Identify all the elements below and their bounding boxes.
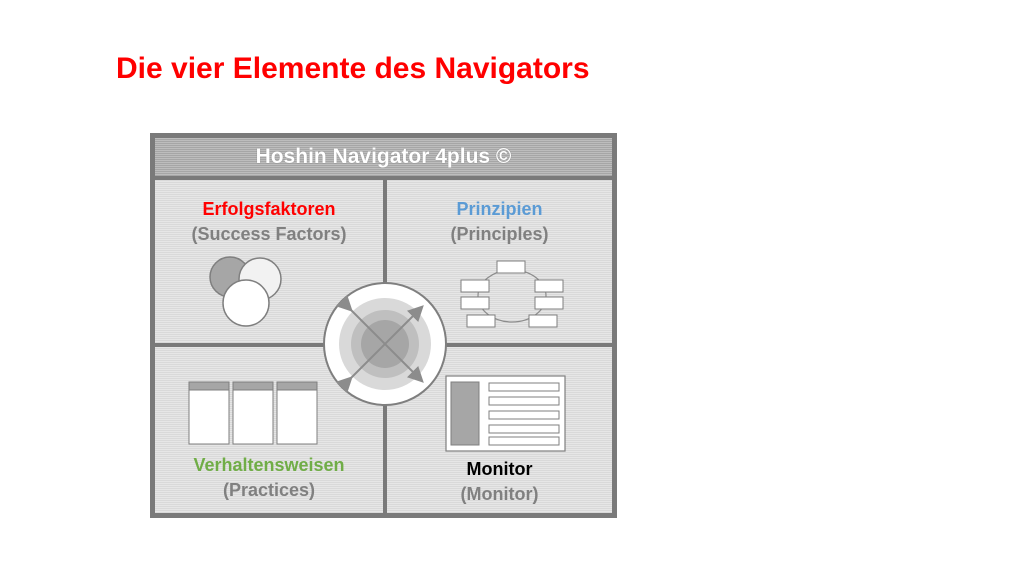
cycle-boxes-icon (460, 260, 564, 328)
quadrant-monitor: Monitor (Monitor) (387, 347, 612, 513)
dashboard-icon (445, 375, 566, 452)
slide-title: Die vier Elemente des Navigators (116, 52, 590, 85)
columns-icon (188, 381, 318, 445)
success-factors-subtitle: (Success Factors) (191, 224, 347, 244)
compass-arrows-icon (323, 282, 447, 406)
principles-title: Prinzipien (456, 199, 543, 219)
monitor-title: Monitor (466, 459, 533, 479)
navigator-diagram: Hoshin Navigator 4plus © Erfolgsfaktoren… (150, 133, 617, 518)
navigator-header: Hoshin Navigator 4plus © (155, 138, 612, 176)
practices-title: Verhaltensweisen (193, 455, 345, 475)
monitor-subtitle: (Monitor) (460, 484, 539, 504)
venn-circles-icon (209, 256, 282, 327)
principles-subtitle: (Principles) (450, 224, 549, 244)
success-factors-title: Erfolgsfaktoren (202, 199, 336, 219)
quadrant-success-factors: Erfolgsfaktoren (Success Factors) (155, 180, 383, 343)
practices-subtitle: (Practices) (222, 480, 316, 500)
